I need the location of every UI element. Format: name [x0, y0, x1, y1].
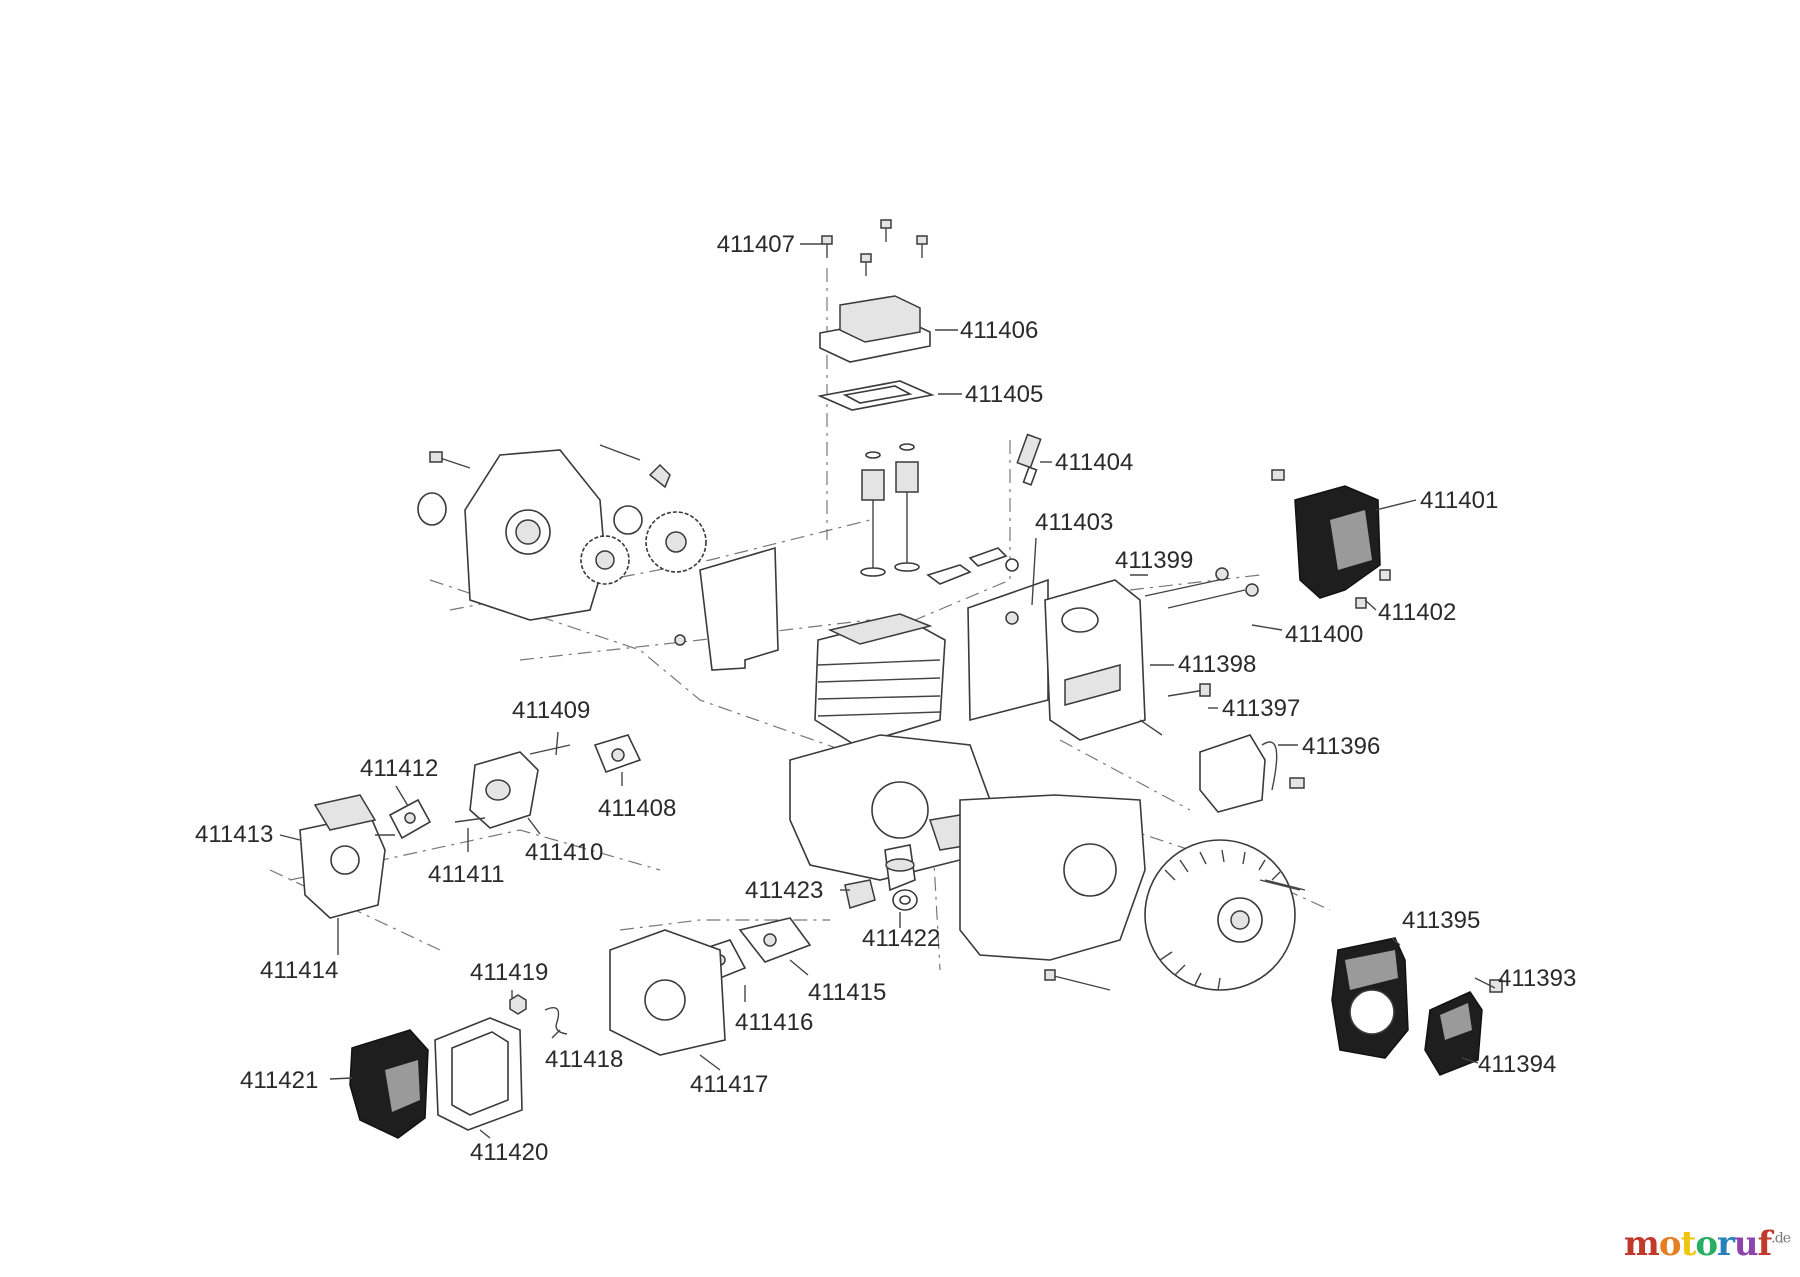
label-411405: 411405: [965, 381, 1043, 408]
heat-shield: [674, 546, 779, 671]
label-411413: 411413: [195, 821, 273, 848]
label-411401: 411401: [1420, 487, 1498, 514]
piston-assembly: [884, 844, 916, 892]
oil-seal: [844, 879, 918, 911]
muffler: [1044, 579, 1163, 741]
label-411397: 411397: [1222, 695, 1300, 722]
label-411402: 411402: [1378, 599, 1456, 626]
air-guide-plate: [967, 578, 1049, 722]
logo-text: motoruf: [1623, 1224, 1773, 1264]
logo-letter: m: [1623, 1224, 1660, 1264]
label-411396: 411396: [1302, 733, 1380, 760]
motoruf-logo: motoruf.de: [1623, 1224, 1791, 1264]
label-411406: 411406: [960, 317, 1038, 344]
starter-cover: [1424, 979, 1503, 1076]
air-filter-base: [609, 929, 726, 1056]
label-411400: 411400: [1285, 621, 1363, 648]
label-411407: 411407: [717, 231, 795, 258]
logo-letter: o: [1658, 1224, 1682, 1264]
crankcase-bolts: [1044, 879, 1306, 991]
leader-lines: [279, 243, 1496, 1139]
label-411419: 411419: [470, 959, 548, 986]
valves-and-springs: [860, 443, 920, 577]
label-411395: 411395: [1402, 907, 1480, 934]
valve-cover-gasket: [817, 380, 935, 411]
label-411394: 411394: [1478, 1051, 1556, 1078]
label-411422: 411422: [862, 925, 940, 952]
label-411408: 411408: [598, 795, 676, 822]
hex-nut: [509, 994, 527, 1015]
label-411412: 411412: [360, 755, 438, 782]
air-filter-cover: [349, 1029, 429, 1139]
muffler-studs: [1144, 567, 1259, 697]
label-411398: 411398: [1178, 651, 1256, 678]
label-411399: 411399: [1115, 547, 1193, 574]
flywheel: [1144, 839, 1301, 991]
rocker-arms: [926, 547, 1019, 585]
label-411409: 411409: [512, 697, 590, 724]
gasket-right: [593, 734, 642, 774]
label-411393: 411393: [1498, 965, 1576, 992]
label-411420: 411420: [470, 1139, 548, 1166]
label-411414: 411414: [260, 957, 338, 984]
gasket-left: [388, 798, 432, 840]
timing-cover: [417, 449, 606, 621]
spark-plug: [1016, 433, 1042, 486]
crankcase: [789, 734, 1146, 961]
top-cover: [1271, 469, 1391, 609]
label-411421: 411421: [240, 1067, 318, 1094]
logo-letter: f: [1757, 1224, 1773, 1264]
logo-suffix: .de: [1771, 1230, 1791, 1247]
label-411415: 411415: [808, 979, 886, 1006]
starter-housing: [1331, 937, 1409, 1059]
label-411404: 411404: [1055, 449, 1133, 476]
air-filter-element: [434, 1017, 523, 1131]
valve-cover: [819, 295, 931, 363]
label-411416: 411416: [735, 1009, 813, 1036]
insulator-block: [454, 744, 571, 829]
logo-letter: r: [1717, 1224, 1735, 1264]
logo-letter: u: [1733, 1224, 1759, 1264]
label-411417: 411417: [690, 1071, 768, 1098]
label-411423: 411423: [745, 877, 823, 904]
clip: [544, 1007, 568, 1035]
label-411411: 411411: [428, 861, 505, 888]
cylinder: [814, 613, 946, 746]
part-number-labels: 411407 411406 411405 411404 411401 41140…: [195, 231, 1576, 1166]
label-411410: 411410: [525, 839, 603, 866]
label-411403: 411403: [1035, 509, 1113, 536]
logo-letter: o: [1695, 1224, 1718, 1264]
label-411418: 411418: [545, 1046, 623, 1073]
valve-cover-screws: [821, 219, 928, 276]
ignition-coil: [1199, 734, 1305, 813]
intake-spacer: [738, 917, 812, 963]
carburetor: [299, 794, 395, 919]
cam-gears: [580, 444, 707, 585]
logo-letter: t: [1680, 1224, 1697, 1264]
